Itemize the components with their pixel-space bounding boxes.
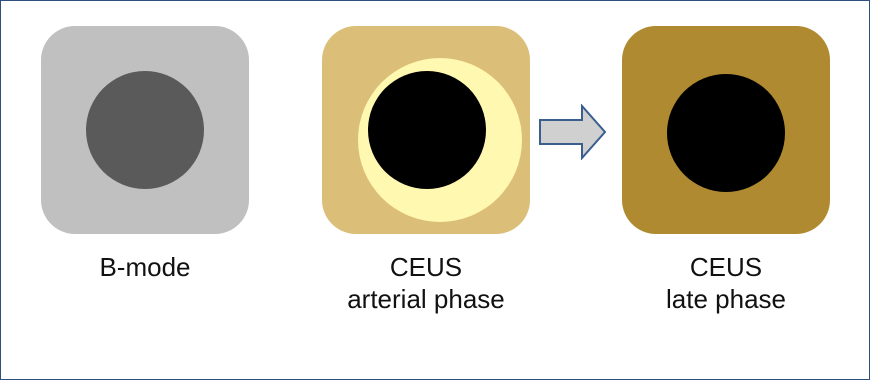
- late-panel: [622, 26, 830, 234]
- late-lesion: [667, 74, 785, 192]
- arterial-caption-line-1: CEUS: [389, 252, 463, 282]
- arterial-panel: [322, 26, 530, 234]
- late-caption-line-2: late phase: [666, 284, 786, 314]
- arterial-caption-line-2: arterial phase: [347, 284, 505, 314]
- bmode-lesion: [86, 71, 204, 189]
- right-arrow-icon: [538, 103, 608, 161]
- late-caption: CEUS late phase: [606, 251, 846, 315]
- bmode-caption-line-1: B-mode: [99, 252, 191, 282]
- arterial-lesion: [368, 71, 486, 189]
- bmode-caption: B-mode: [25, 251, 265, 283]
- late-caption-line-1: CEUS: [689, 252, 763, 282]
- bmode-panel: [41, 26, 249, 234]
- arrow-shape: [539, 103, 607, 161]
- arterial-caption: CEUS arterial phase: [306, 251, 546, 315]
